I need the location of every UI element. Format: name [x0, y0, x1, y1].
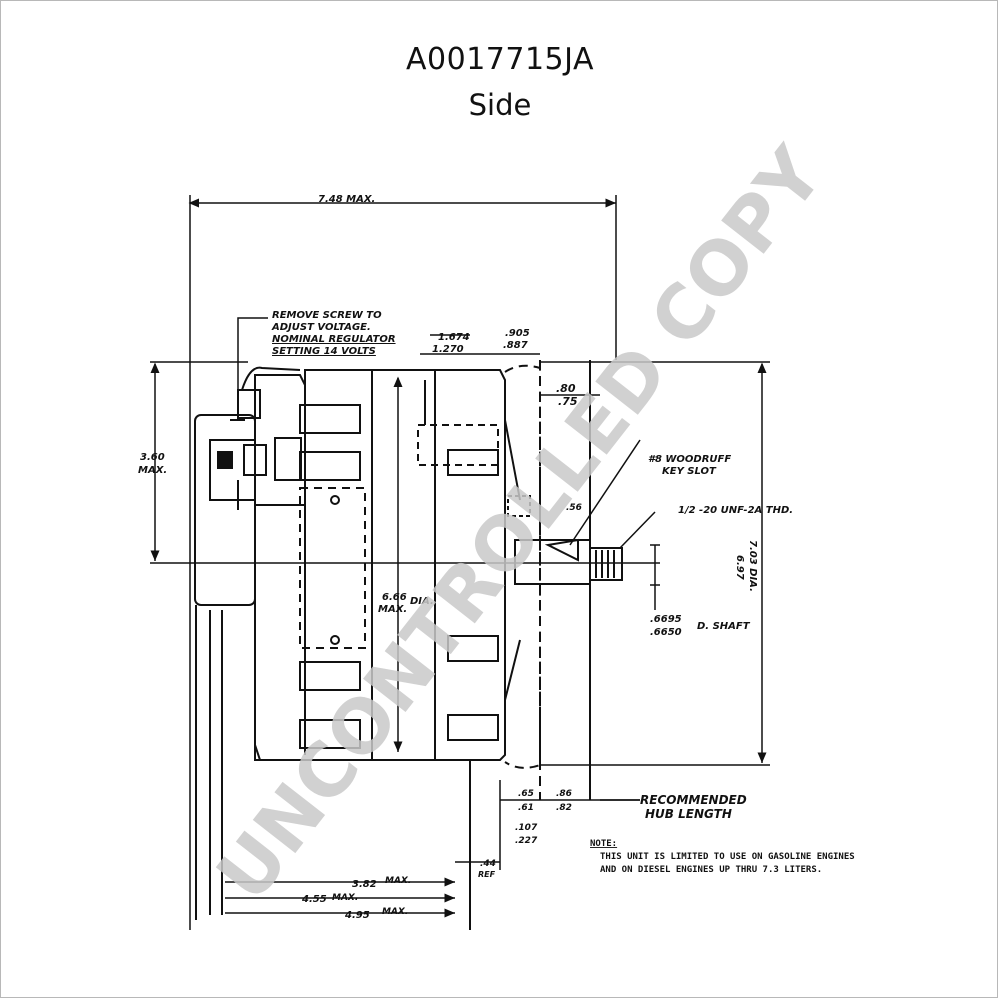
- dim-107-top: .107: [515, 823, 538, 833]
- callout-woodruff-1: #8 WOODRUFF: [648, 454, 731, 465]
- dim-body-dia-max: MAX.: [378, 604, 407, 615]
- dim-mount-b-max: MAX.: [332, 893, 358, 903]
- dim-905-bot: .887: [503, 340, 528, 351]
- dim-107-bot: .227: [515, 836, 538, 846]
- callout-remove-screw-3: NOMINAL REGULATOR: [272, 334, 396, 345]
- callout-thread: 1/2 -20 UNF-2A THD.: [678, 505, 793, 516]
- callout-remove-screw-4: SETTING 14 VOLTS: [272, 346, 376, 357]
- dim-mount-a-max: MAX.: [385, 876, 411, 886]
- dim-65-top: .65: [518, 789, 534, 799]
- callout-hub-2: HUB LENGTH: [645, 807, 732, 821]
- callout-woodruff-2: KEY SLOT: [662, 466, 717, 477]
- alternator-outline: [150, 195, 770, 930]
- dim-44-bot: REF: [478, 870, 496, 879]
- dim-1674-bot: 1.270: [432, 344, 464, 355]
- dim-height-max: MAX.: [138, 465, 167, 476]
- dim-905-top: .905: [505, 328, 530, 339]
- callout-remove-screw-1: REMOVE SCREW TO: [272, 310, 382, 321]
- dim-pulley-dia-b: 6.97: [734, 555, 745, 580]
- dim-mount-a: 3.82: [352, 879, 377, 890]
- dim-86-top: .86: [556, 789, 572, 799]
- callout-shaft-bot: .6650: [650, 627, 682, 638]
- note-line-1: THIS UNIT IS LIMITED TO USE ON GASOLINE …: [600, 852, 855, 862]
- dim-body-dia: 6.66: [382, 592, 407, 603]
- callout-shaft-top: .6695: [650, 614, 682, 625]
- dim-1674-top: 1.674: [438, 332, 470, 343]
- dim-56: .56: [566, 503, 582, 513]
- dim-overall-length: 7.48 MAX.: [318, 194, 375, 205]
- callout-hub-1: RECOMMENDED: [640, 793, 747, 807]
- part-number-title: A0017715JA: [406, 42, 594, 77]
- note-heading: NOTE:: [590, 839, 617, 849]
- dim-86-bot: .82: [556, 803, 572, 813]
- dim-height: 3.60: [140, 452, 165, 463]
- dim-mount-c: 4.95: [344, 910, 370, 921]
- dim-pulley-dia-a: 7.03 DIA.: [747, 540, 758, 592]
- dim-80-top: .80: [556, 382, 576, 395]
- dim-65-bot: .61: [518, 803, 534, 813]
- dim-mount-c-max: MAX.: [382, 907, 408, 917]
- view-title: Side: [468, 88, 532, 122]
- dim-mount-b: 4.55: [301, 894, 327, 905]
- dim-44-top: .44: [480, 859, 496, 869]
- callout-shaft-label: D. SHAFT: [697, 621, 751, 632]
- note-line-2: AND ON DIESEL ENGINES UP THRU 7.3 LITERS…: [600, 865, 822, 875]
- dim-body-dia-suffix: DIA.: [410, 596, 434, 607]
- callout-remove-screw-2: ADJUST VOLTAGE.: [271, 322, 371, 333]
- dim-80-bot: .75: [558, 395, 578, 408]
